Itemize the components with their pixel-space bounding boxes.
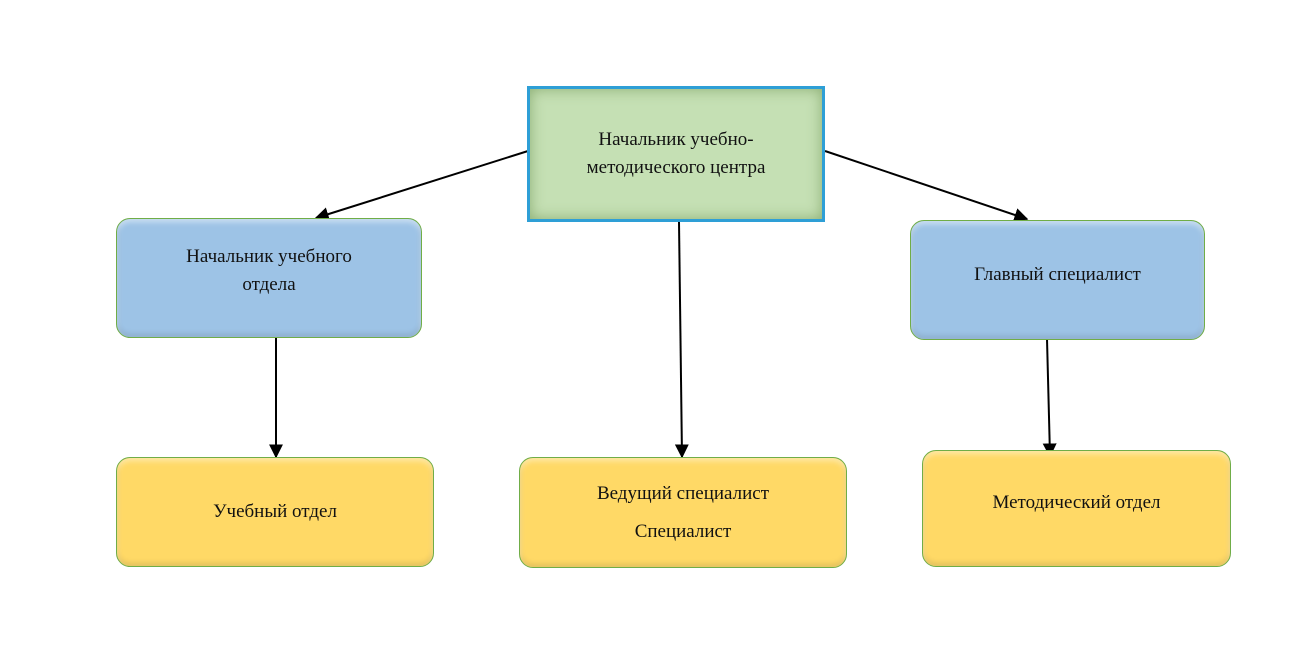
node-lead-specialist: Ведущий специалист Специалист xyxy=(519,457,847,568)
node-root-line-1: Начальник учебно- xyxy=(598,129,754,151)
node-root-line-2: методического центра xyxy=(586,157,766,178)
node-edu-dept-label: Учебный отдел xyxy=(213,501,337,523)
node-head-edu-line-2: отдела xyxy=(242,274,296,295)
arrow-root-to-head-edu xyxy=(314,150,529,221)
arrow-root-to-lead-spec xyxy=(674,221,689,459)
node-head-of-education-dept: Начальник учебного отдела xyxy=(116,218,422,338)
arrow-chief-spec-to-method-dept xyxy=(1042,338,1057,458)
arrow-root-to-chief-spec xyxy=(824,150,1029,222)
node-method-dept-label: Методический отдел xyxy=(992,491,1161,513)
node-chief-spec-label: Главный специалист xyxy=(974,264,1141,286)
node-methodical-dept: Методический отдел xyxy=(922,450,1231,567)
node-chief-specialist: Главный специалист xyxy=(910,220,1205,340)
node-education-dept: Учебный отдел xyxy=(116,457,434,567)
node-root-head-of-center: Начальник учебно- методического центра xyxy=(527,86,825,222)
node-lead-spec-line-2: Специалист xyxy=(634,520,732,542)
node-lead-spec-line-1: Ведущий специалист xyxy=(596,482,770,504)
node-head-edu-line-1: Начальник учебного xyxy=(186,246,352,268)
